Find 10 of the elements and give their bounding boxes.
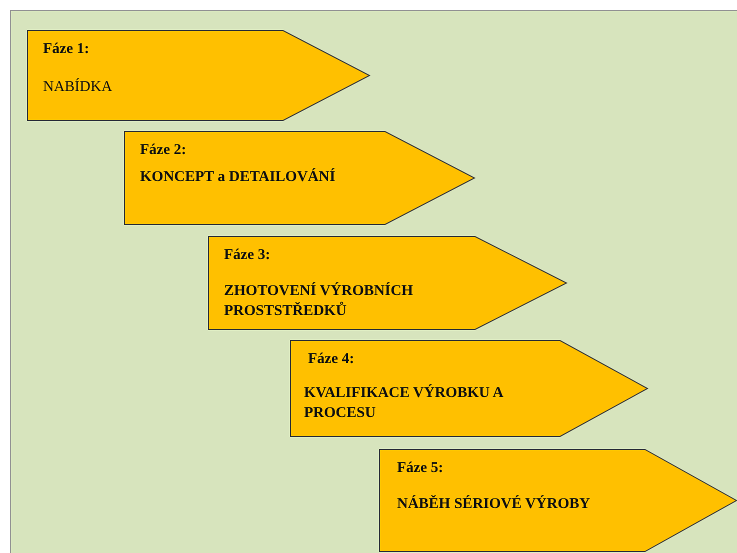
phase-number: Fáze 4:	[308, 350, 354, 369]
phase-title: ZHOTOVENÍ VÝROBNÍCH PROSTSTŘEDKŮ	[224, 282, 414, 320]
phase-title: KONCEPT a DETAILOVÁNÍ	[140, 168, 336, 187]
phase-number: Fáze 2:	[140, 141, 186, 160]
phase-number: Fáze 5:	[397, 459, 444, 478]
phase-title: KVALIFIKACE VÝROBKU A PROCESU	[304, 384, 504, 422]
phase-number: Fáze 3:	[224, 246, 270, 265]
phase-number: Fáze 1:	[43, 40, 90, 59]
phase-title: NABÍDKA	[43, 78, 114, 97]
phase-title: NÁBĚH SÉRIOVÉ VÝROBY	[397, 495, 592, 514]
